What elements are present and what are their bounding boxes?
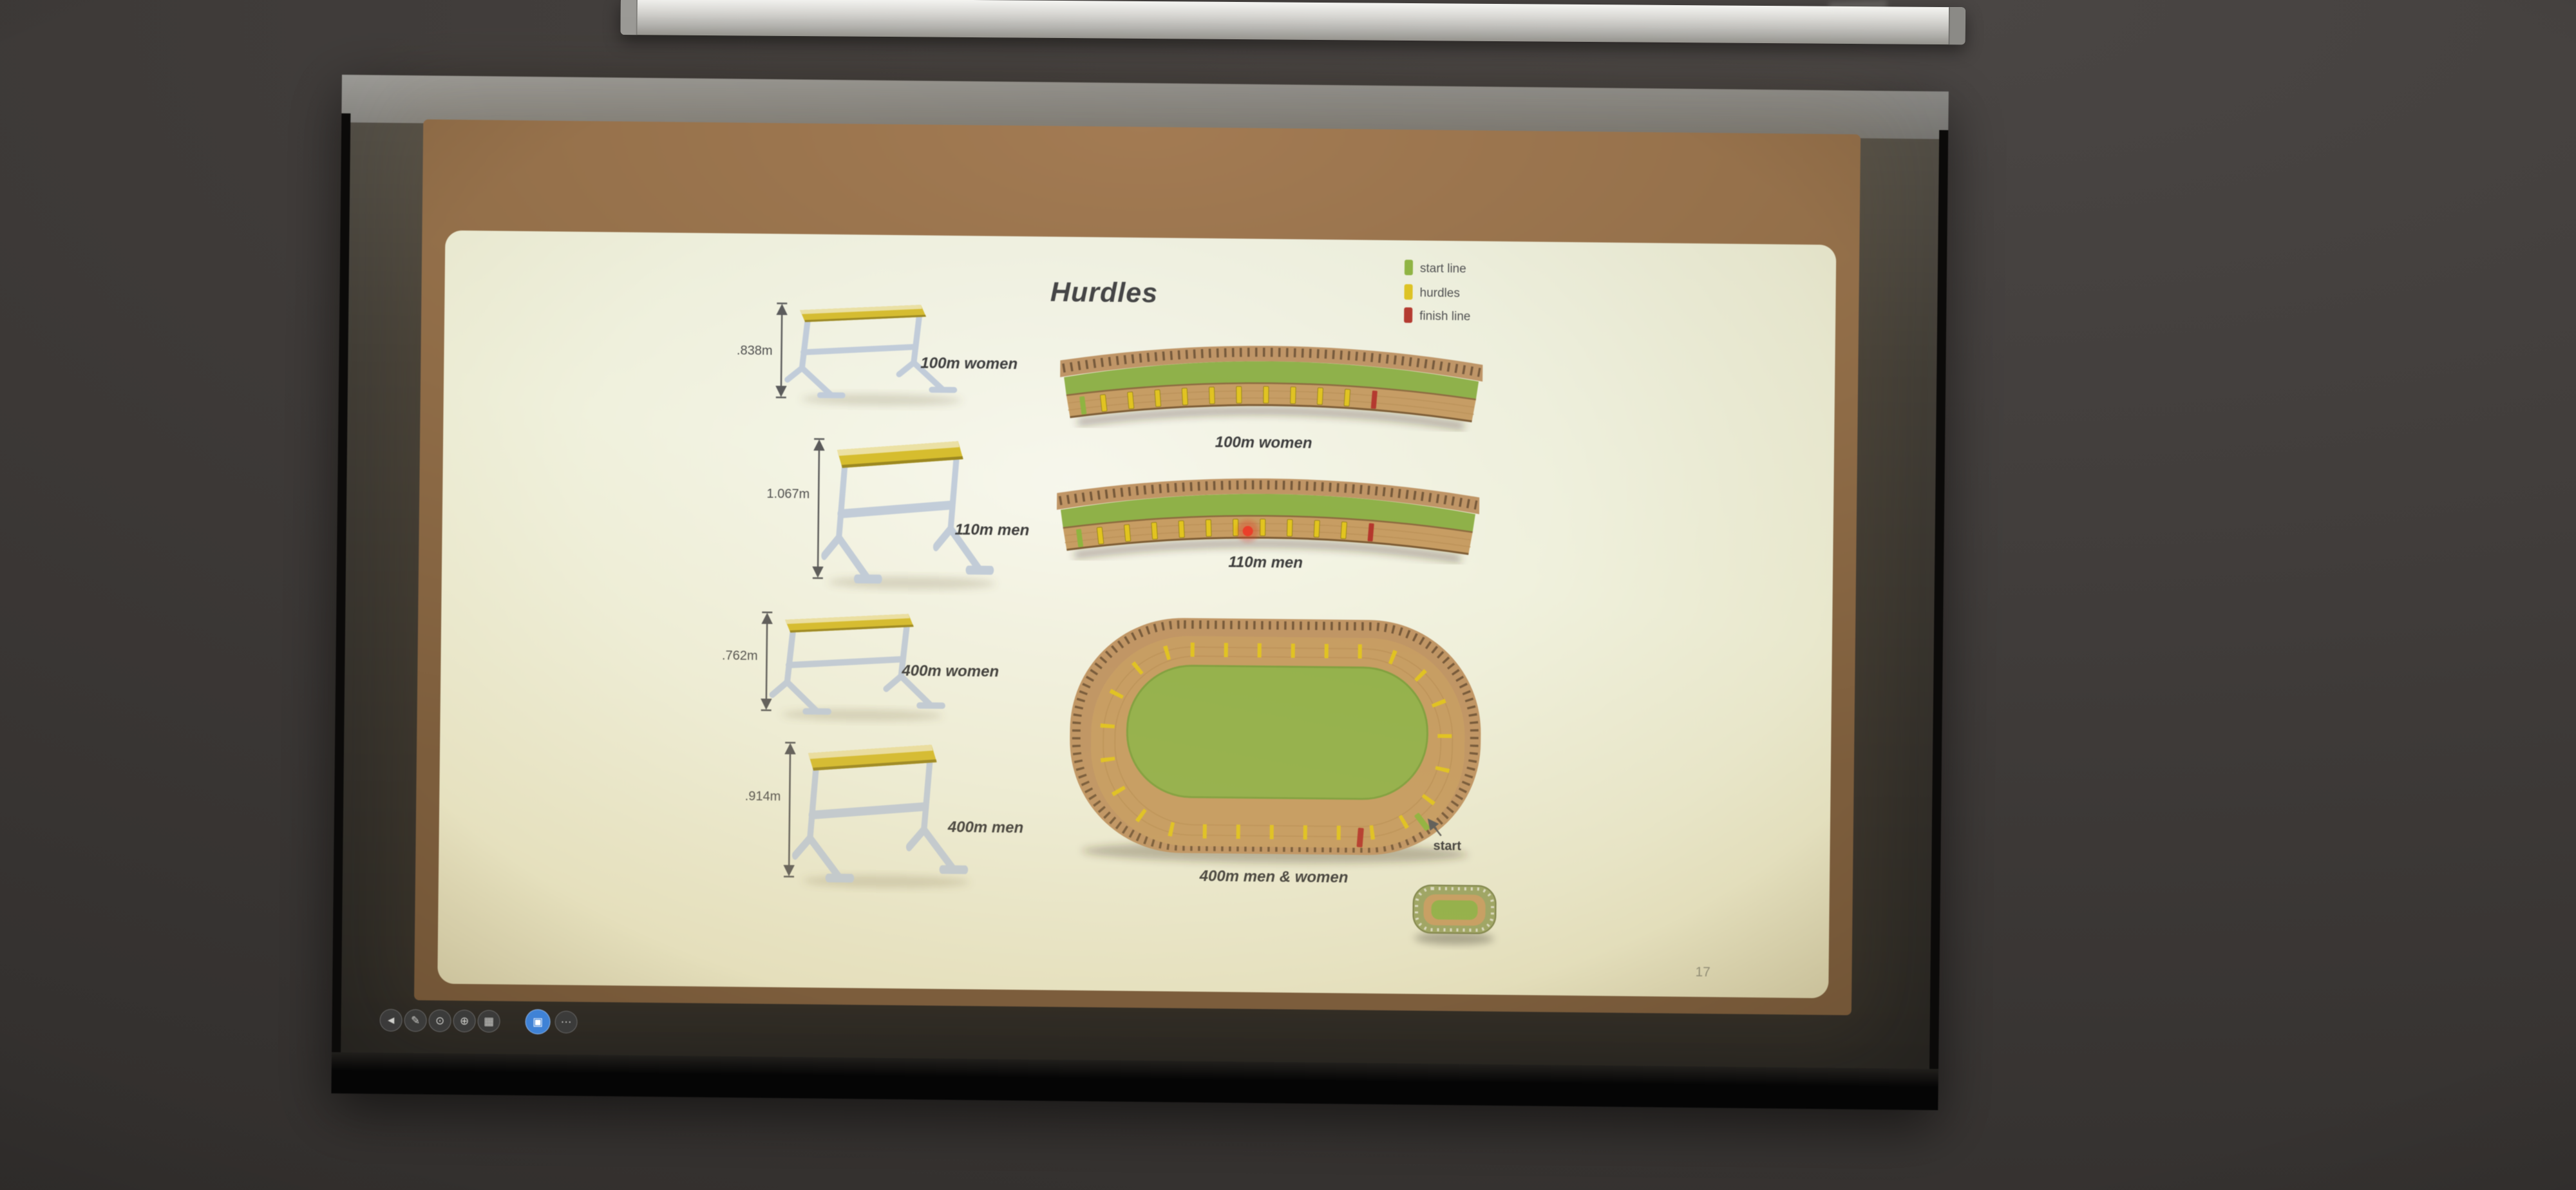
event-label-100m-women: 100m women bbox=[920, 354, 1018, 373]
hurdle-figure-110m-men bbox=[824, 440, 992, 580]
legend-label-finish-line: finish line bbox=[1419, 310, 1470, 324]
legend: start line hurdles finish line bbox=[1404, 260, 1470, 324]
legend-swatch-hurdles bbox=[1404, 284, 1413, 300]
casing-endcap-left bbox=[620, 0, 638, 35]
track-400m-oval bbox=[1070, 618, 1481, 864]
start-arrow bbox=[1427, 818, 1442, 836]
height-labels: .838m 1.067m .762m .914m bbox=[722, 343, 810, 804]
track-110m-men bbox=[1056, 477, 1479, 560]
presenter-toolbar: ◄ ✎ ⊙ ⊕ ▦ ▣ ⋯ bbox=[379, 1008, 585, 1035]
subtitles-button[interactable]: ▣ bbox=[525, 1009, 551, 1035]
projected-slide-background: Hurdles start line hurdles finish line bbox=[413, 119, 1861, 1015]
previous-button[interactable]: ◄ bbox=[379, 1008, 402, 1032]
hurdle-figures: .838m 1.067m .762m .914m 100m women 110m… bbox=[722, 302, 1030, 889]
track-label-400m: 400m men & women bbox=[1199, 867, 1349, 886]
casing-endcap-right bbox=[1948, 7, 1965, 45]
slide-graphics: Hurdles start line hurdles finish line bbox=[722, 260, 1710, 979]
screen-projection-area: Hurdles start line hurdles finish line bbox=[332, 119, 1949, 1070]
track-label-100m-women: 100m women bbox=[1215, 433, 1312, 452]
more-options-button[interactable]: ⋯ bbox=[554, 1010, 578, 1034]
slide-title: Hurdles bbox=[1050, 277, 1159, 309]
hurdle-figure-400m-men bbox=[795, 743, 966, 879]
event-label-400m-men: 400m men bbox=[947, 818, 1024, 836]
event-label-400m-women: 400m women bbox=[901, 662, 999, 681]
height-label-914: .914m bbox=[745, 789, 781, 804]
event-label-110m-men: 110m men bbox=[955, 521, 1030, 539]
height-label-838: .838m bbox=[737, 343, 773, 358]
legend-label-hurdles: hurdles bbox=[1419, 287, 1460, 301]
projector-screen: Hurdles start line hurdles finish line bbox=[331, 75, 1949, 1111]
legend-swatch-finish-line bbox=[1404, 307, 1413, 323]
height-label-1067: 1.067m bbox=[766, 487, 810, 502]
laser-pointer-button[interactable]: ⊙ bbox=[428, 1009, 451, 1032]
pen-button[interactable]: ✎ bbox=[404, 1009, 427, 1032]
start-label: start bbox=[1433, 839, 1461, 853]
track-label-110m-men: 110m men bbox=[1228, 553, 1303, 571]
legend-swatch-start-line bbox=[1404, 260, 1414, 276]
start-line-mark bbox=[1414, 813, 1430, 831]
stadium-icon bbox=[1412, 884, 1497, 945]
slide-canvas: Hurdles start line hurdles finish line bbox=[437, 230, 1837, 999]
hurdle-figure-100m-women bbox=[787, 303, 955, 396]
see-all-slides-button[interactable]: ▦ bbox=[477, 1010, 500, 1033]
track-100m-women bbox=[1059, 344, 1482, 427]
page-number: 17 bbox=[1695, 965, 1710, 979]
legend-label-start-line: start line bbox=[1420, 262, 1466, 276]
height-label-762: .762m bbox=[722, 648, 758, 663]
finish-line-mark bbox=[1356, 827, 1364, 847]
dimension-arrows bbox=[761, 302, 825, 878]
zoom-button[interactable]: ⊕ bbox=[453, 1009, 476, 1033]
laser-pointer-dot bbox=[1236, 520, 1259, 542]
event-labels: 100m women 110m men 400m women 400m men bbox=[901, 354, 1030, 836]
